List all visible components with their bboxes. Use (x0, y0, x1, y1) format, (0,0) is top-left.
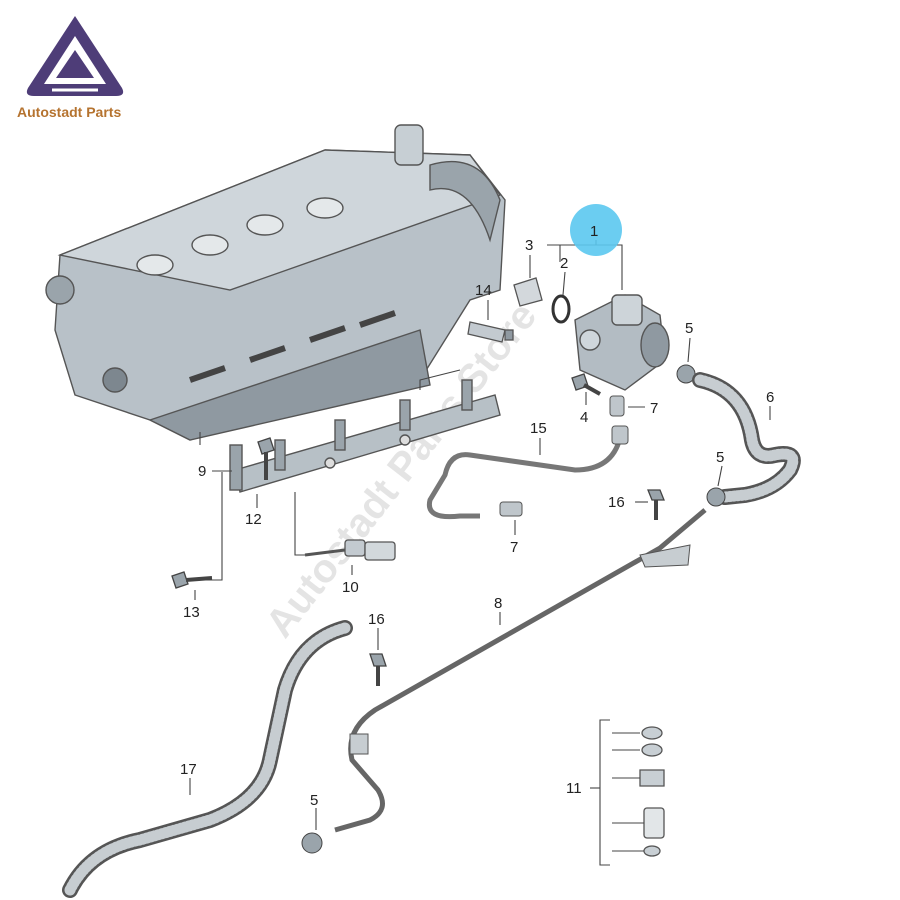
fitting-7a (609, 395, 625, 417)
bolt-16-lower (369, 653, 387, 686)
callout-14: 14 (475, 282, 492, 299)
fuel-rail (229, 379, 501, 493)
fitting-7b (499, 501, 523, 517)
callout-9: 9 (198, 463, 206, 480)
pipe-bracket (349, 733, 369, 755)
logo-a-icon (26, 16, 124, 96)
sensor-10 (304, 539, 396, 561)
callout-10: 10 (342, 579, 359, 596)
callout-17: 17 (180, 761, 197, 778)
cylinder-head (45, 124, 506, 441)
bolt-12 (257, 437, 275, 480)
clamp-5-lower (301, 832, 323, 854)
pressure-sensor-14 (467, 321, 514, 343)
callout-7-top: 7 (650, 400, 658, 417)
hp-line-nut (611, 425, 629, 445)
seal-kit-11 (639, 726, 665, 857)
callout-5-top: 5 (685, 320, 693, 337)
o-ring-2 (551, 294, 571, 324)
callout-13: 13 (183, 604, 200, 621)
bolt-4 (571, 373, 601, 396)
pipe-bracket-top (639, 544, 691, 568)
leader-lines (189, 240, 771, 866)
bolt-16-upper (647, 489, 665, 520)
callout-11: 11 (566, 780, 582, 797)
callout-2: 2 (560, 255, 568, 272)
callout-7-lower: 7 (510, 539, 518, 556)
fuel-pipe-8 (334, 508, 707, 833)
callout-16-upper: 16 (608, 494, 625, 511)
high-pressure-pump (574, 294, 670, 391)
hp-line-15 (426, 437, 623, 520)
callout-12: 12 (245, 511, 262, 528)
callout-4: 4 (580, 409, 588, 426)
callout-8: 8 (494, 595, 502, 612)
brand-name: Autostadt Parts (17, 104, 122, 120)
callout-15: 15 (530, 420, 547, 437)
callout-5-mid: 5 (716, 449, 724, 466)
clamp-5-mid (706, 487, 726, 507)
highlight-bubble (570, 204, 622, 256)
bolt-13 (171, 571, 213, 589)
roller-tappet (513, 277, 543, 307)
brand-logo (10, 10, 140, 125)
callout-16-lower: 16 (368, 611, 385, 628)
callout-1: 1 (590, 223, 598, 240)
callout-6: 6 (766, 389, 774, 406)
callout-3: 3 (525, 237, 533, 254)
callout-5-lower: 5 (310, 792, 318, 809)
